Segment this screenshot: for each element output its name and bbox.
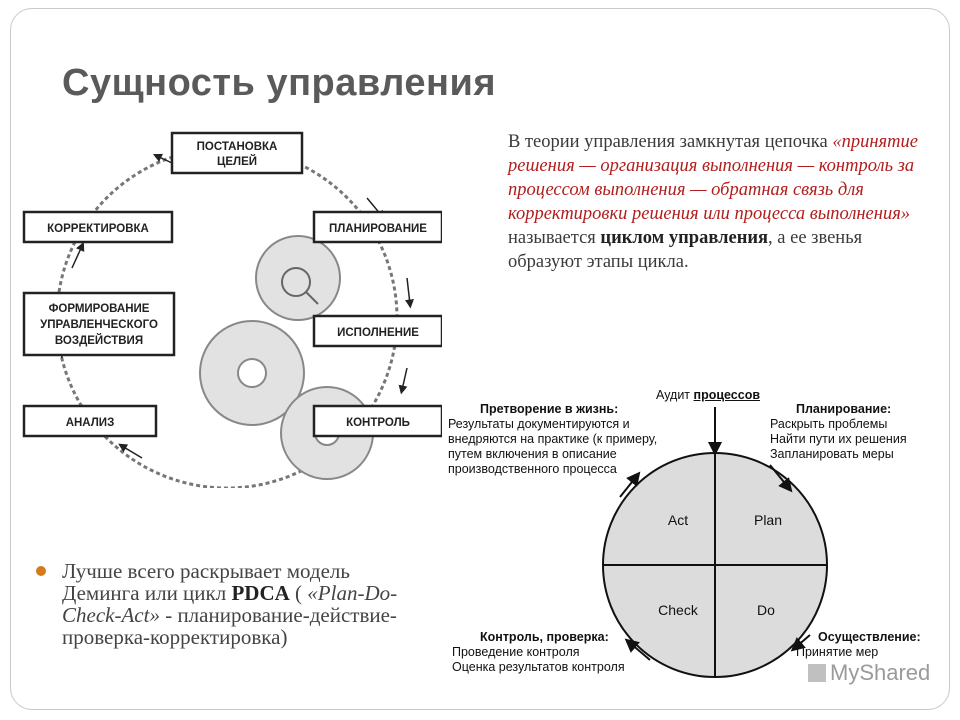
planning-heading: Планирование: — [796, 402, 892, 416]
box-analysis — [22, 404, 158, 438]
cycle-arrow — [405, 277, 414, 309]
theory-text-3: называется — [508, 228, 601, 248]
theory-text-4: , а ее звенья образуют этапы цикла. — [508, 228, 863, 272]
label-control: КОНТРОЛЬ — [346, 417, 410, 429]
pdca-diagram: Act Plan Check Do — [602, 407, 828, 678]
slide-title: Сущность управления — [62, 62, 497, 104]
quadrant-act: Act — [668, 512, 688, 528]
audit-label: Аудит процессов — [656, 388, 760, 403]
box-execution — [312, 314, 442, 348]
pdca-arrow-check — [624, 638, 651, 661]
bullet-text-2: ( — [289, 581, 308, 605]
box-goals — [170, 131, 304, 175]
watermark: MyShared — [808, 660, 930, 686]
label-correction: КОРРЕКТИРОВКА — [47, 223, 149, 235]
cycle-arrow — [398, 367, 408, 395]
label-forming-3: ВОЗДЕЙСТВИЯ — [55, 334, 143, 347]
label-goals-2: ЦЕЛЕЙ — [217, 155, 257, 168]
planning-item: Запланировать меры — [770, 447, 894, 461]
box-forming — [22, 291, 176, 357]
control-item: Оценка результатов контроля — [452, 660, 625, 674]
theory-quote: «принятие решения — организация выполнен… — [508, 132, 918, 224]
implementation-block: Претворение в жизнь: Результаты документ… — [448, 402, 658, 477]
watermark-text: MyShared — [830, 660, 931, 685]
pdca-arrow-act — [619, 471, 641, 498]
bullet-bold: PDCA — [231, 581, 290, 605]
cycle-arrow — [152, 153, 173, 164]
label-goals-1: ПОСТАНОВКА — [197, 141, 278, 153]
magnifier-icon — [281, 267, 319, 305]
management-cycle-diagram: ПОСТАНОВКА ЦЕЛЕЙ ПЛАНИРОВАНИЕ ИСПОЛНЕНИЕ… — [22, 131, 442, 488]
doing-heading: Осуществление: — [818, 630, 921, 644]
pdca-arrow-plan — [769, 464, 793, 493]
bullet-italic: «Plan-Do-Check-Act» — [62, 581, 398, 627]
planning-item: Раскрыть проблемы — [770, 417, 888, 431]
bullet-text-3: - планирование-действие-проверка-коррект… — [62, 603, 397, 649]
label-forming-1: ФОРМИРОВАНИЕ — [49, 303, 150, 315]
box-control — [312, 404, 442, 438]
control-block: Контроль, проверка: Проведение контроля … — [452, 630, 642, 675]
quadrant-do: Do — [757, 602, 775, 618]
theory-text-1: В теории управления замкнутая цепочка — [508, 132, 833, 152]
box-planning — [312, 210, 442, 244]
label-execution: ИСПОЛНЕНИЕ — [337, 327, 419, 339]
box-correction — [22, 210, 174, 244]
bullet-item: Лучше всего раскрывает модель Деминга ил… — [36, 560, 406, 648]
quadrant-plan: Plan — [754, 512, 782, 528]
implementation-heading: Претворение в жизнь: — [480, 402, 619, 416]
control-item: Проведение контроля — [452, 645, 580, 659]
label-analysis: АНАЛИЗ — [66, 417, 115, 429]
control-heading: Контроль, проверка: — [480, 630, 609, 644]
quadrant-check: Check — [658, 602, 699, 618]
audit-prefix: Аудит — [656, 388, 694, 402]
implementation-text: Результаты документируются и внедряются … — [448, 417, 658, 476]
doing-item: Принятие мер — [796, 645, 879, 659]
theory-bold: циклом управления — [600, 228, 769, 248]
cycle-arrow — [118, 443, 143, 459]
bullet-dot-icon — [36, 566, 46, 576]
theory-paragraph: В теории управления замкнутая цепочка «п… — [508, 130, 938, 274]
bullet-text-1: Лучше всего раскрывает модель Деминга ил… — [62, 559, 350, 605]
planning-item: Найти пути их решения — [770, 432, 907, 446]
label-forming-2: УПРАВЛЕНЧЕСКОГО — [40, 319, 158, 331]
planning-block: Планирование: Раскрыть проблемы Найти пу… — [770, 402, 930, 462]
doing-block: Осуществление: Принятие мер — [796, 630, 936, 660]
label-planning: ПЛАНИРОВАНИЕ — [329, 223, 427, 235]
cycle-arrow — [71, 241, 85, 269]
pdca-arrow-do — [790, 634, 811, 652]
watermark-logo-icon — [808, 664, 826, 682]
audit-bold: процессов — [693, 388, 761, 402]
